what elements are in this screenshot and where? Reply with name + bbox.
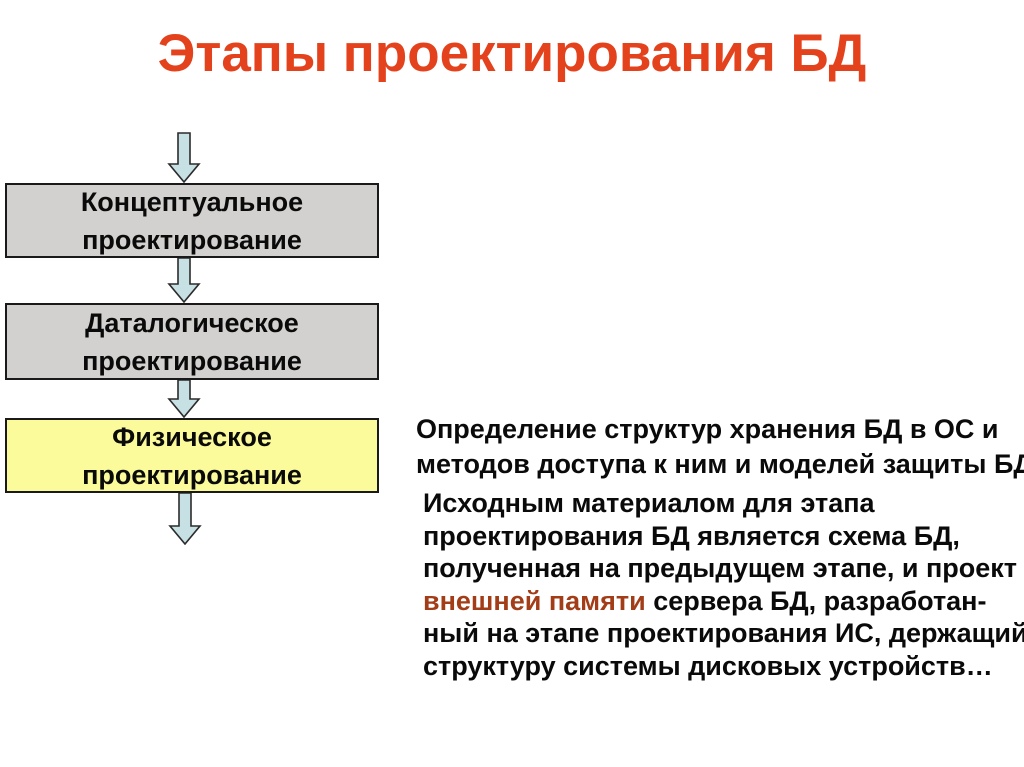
text-line: проектирования БД является схема БД, (423, 520, 960, 551)
text-line: Определение структур хранения БД в ОС и (416, 414, 999, 444)
box-label-line: Даталогическое (85, 307, 299, 338)
description-paragraph-source-material: Исходным материалом для этапа проектиров… (423, 487, 1024, 682)
box-label-line: Концептуальное (80, 186, 304, 217)
flow-arrow-down-icon (168, 492, 202, 545)
text-line: ный на этапе проектирования ИС, держащий (423, 618, 1024, 648)
text-line: структуру системы дисковых устройств… (423, 650, 993, 681)
description-paragraph-definition: Определение структур хранения БД в ОС и … (416, 412, 1024, 482)
text-line: методов доступа к ним и моделей защиты Б… (416, 449, 1024, 479)
box-label-line: проектирование (82, 459, 302, 490)
text-line: полученная на предыдущем этапе, и проект (423, 553, 1018, 583)
flow-box-conceptual-design: Концептуальное проектирование (5, 183, 379, 258)
arrow-shape (167, 379, 201, 418)
flow-box-datalogical-design: Даталогическое проектирование (5, 303, 379, 380)
arrow-shape (167, 257, 201, 303)
box-label-line: проектирование (82, 345, 302, 376)
box-label-line: Физическое (112, 421, 272, 452)
flow-arrow-down-icon (167, 379, 201, 418)
text-line: Исходным материалом для этапа (423, 488, 875, 518)
flow-arrow-down-icon (167, 257, 201, 303)
flow-box-physical-design: Физическое проектирование (5, 418, 379, 493)
box-label-line: проектирование (82, 224, 302, 255)
text-line-rest: сервера БД, разработан- (645, 585, 987, 616)
arrow-shape (168, 492, 202, 545)
text-line: внешней памяти сервера БД, разработан- (423, 585, 1024, 618)
arrow-shape (167, 132, 201, 183)
flow-arrow-down-icon (167, 132, 201, 183)
highlight-external-memory: внешней памяти (423, 585, 646, 616)
slide-title: Этапы проектирования БД (157, 24, 867, 83)
